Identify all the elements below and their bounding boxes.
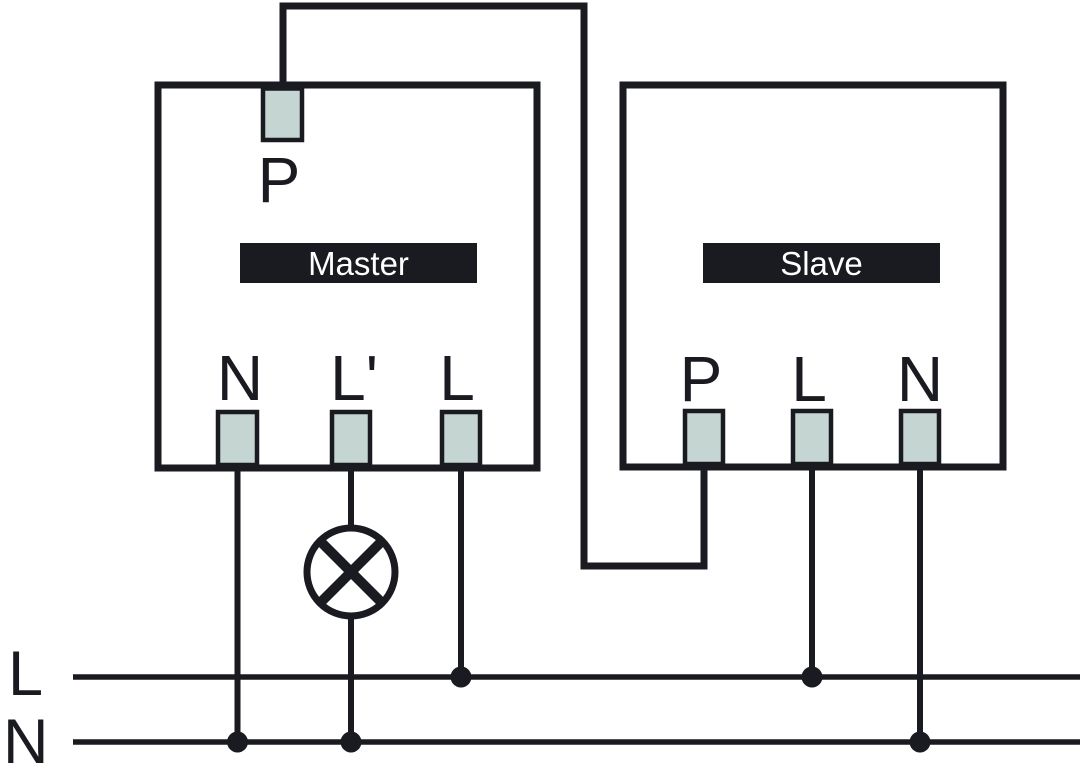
slave-terminal-l — [790, 408, 834, 467]
master-terminal-p — [260, 86, 305, 143]
master-terminal-l-switched — [329, 409, 373, 468]
master-label: Master — [308, 245, 409, 282]
lamp-icon — [303, 524, 399, 620]
slave-terminal-l-label: L — [791, 343, 827, 415]
slave-label: Slave — [780, 245, 863, 282]
slave-terminal-p-label: P — [680, 343, 723, 415]
master-terminal-p-label: P — [258, 144, 301, 216]
slave-terminal-n — [898, 408, 942, 467]
junction-dot-master-l-on-l-line — [450, 666, 472, 688]
junction-dot-slave-l-on-l-line — [801, 666, 823, 688]
n-line-label: N — [3, 707, 49, 777]
slave-label-badge — [703, 243, 940, 283]
junction-dot-slave-n-on-n-line — [909, 731, 931, 753]
slave-terminal-p — [682, 408, 726, 467]
lamp-cross-line-2 — [316, 537, 386, 607]
master-terminal-n-label: N — [217, 342, 263, 414]
slave-terminal-n-label: N — [897, 343, 943, 415]
master-terminal-l — [439, 409, 483, 468]
junction-dot-lamp-on-n-line — [340, 731, 362, 753]
l-line-label: L — [8, 639, 43, 709]
master-terminal-n — [215, 409, 260, 468]
master-terminal-l-switched-label: L' — [330, 342, 378, 414]
master-p-to-slave-p-wire — [279, 2, 708, 570]
master-terminal-l-label: L — [439, 342, 475, 414]
junction-dot-master-n-on-n-line — [227, 731, 248, 753]
master-label-badge — [240, 243, 477, 283]
